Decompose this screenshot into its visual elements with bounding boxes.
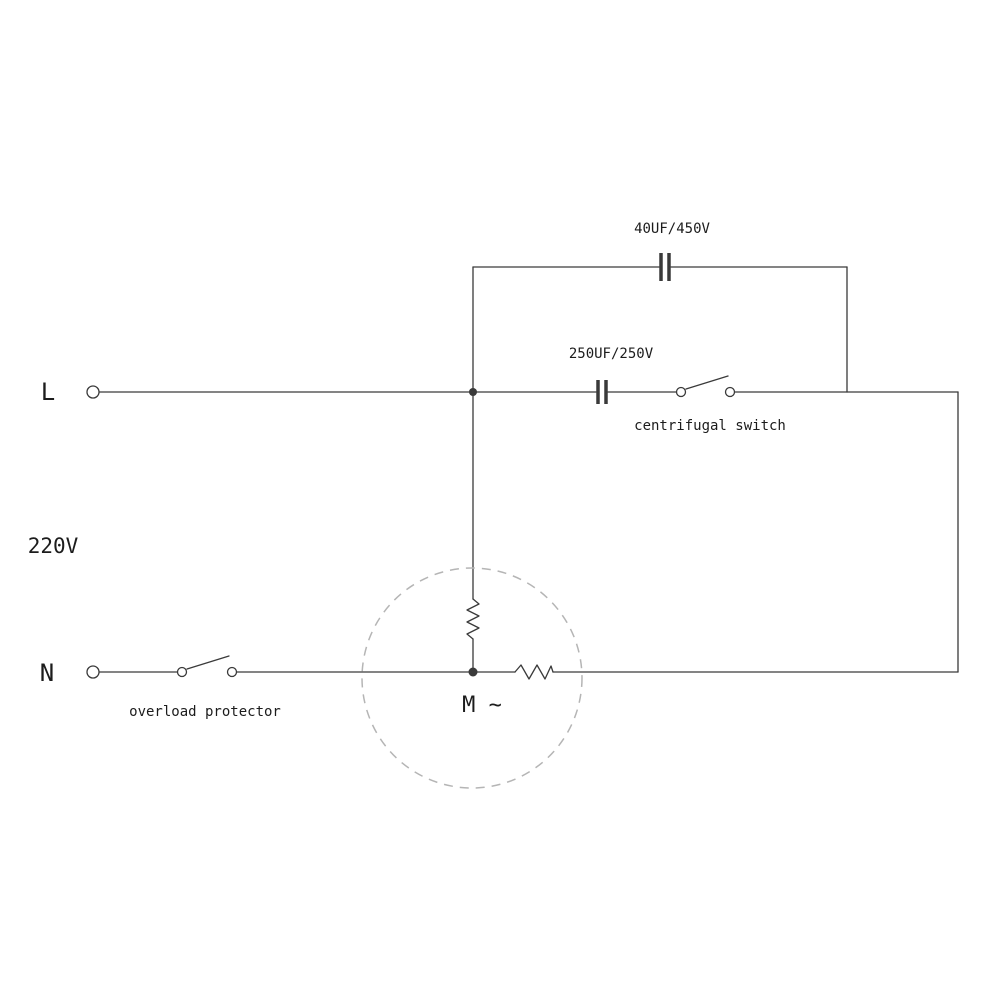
switch-blade <box>186 655 230 670</box>
start-capacitor <box>659 253 671 281</box>
motor-outline-circle <box>361 567 583 789</box>
aux-winding-resistor <box>514 664 554 680</box>
label-motor: M ~ <box>462 693 502 718</box>
terminal-l <box>86 385 100 399</box>
switch-contact <box>226 666 238 678</box>
junction-node <box>469 388 477 396</box>
switch-contact <box>724 386 736 398</box>
label-start-capacitor: 40UF/450V <box>634 221 710 237</box>
switch-blade <box>685 375 729 390</box>
motor-center-node <box>468 667 478 677</box>
main-winding-resistor <box>466 598 480 640</box>
label-run-capacitor: 250UF/250V <box>569 346 654 362</box>
label-line-n: N <box>40 659 54 687</box>
wiring <box>98 266 959 673</box>
centrifugal-switch <box>675 375 736 398</box>
switch-contact <box>176 666 188 678</box>
overload-protector <box>176 655 238 678</box>
label-overload-protector: overload protector <box>129 704 281 720</box>
switch-contact <box>675 386 687 398</box>
terminal-n <box>86 665 100 679</box>
label-centrifugal-switch: centrifugal switch <box>634 418 786 434</box>
run-capacitor <box>596 380 608 404</box>
label-line-l: L <box>41 378 55 406</box>
label-voltage: 220V <box>28 534 79 558</box>
